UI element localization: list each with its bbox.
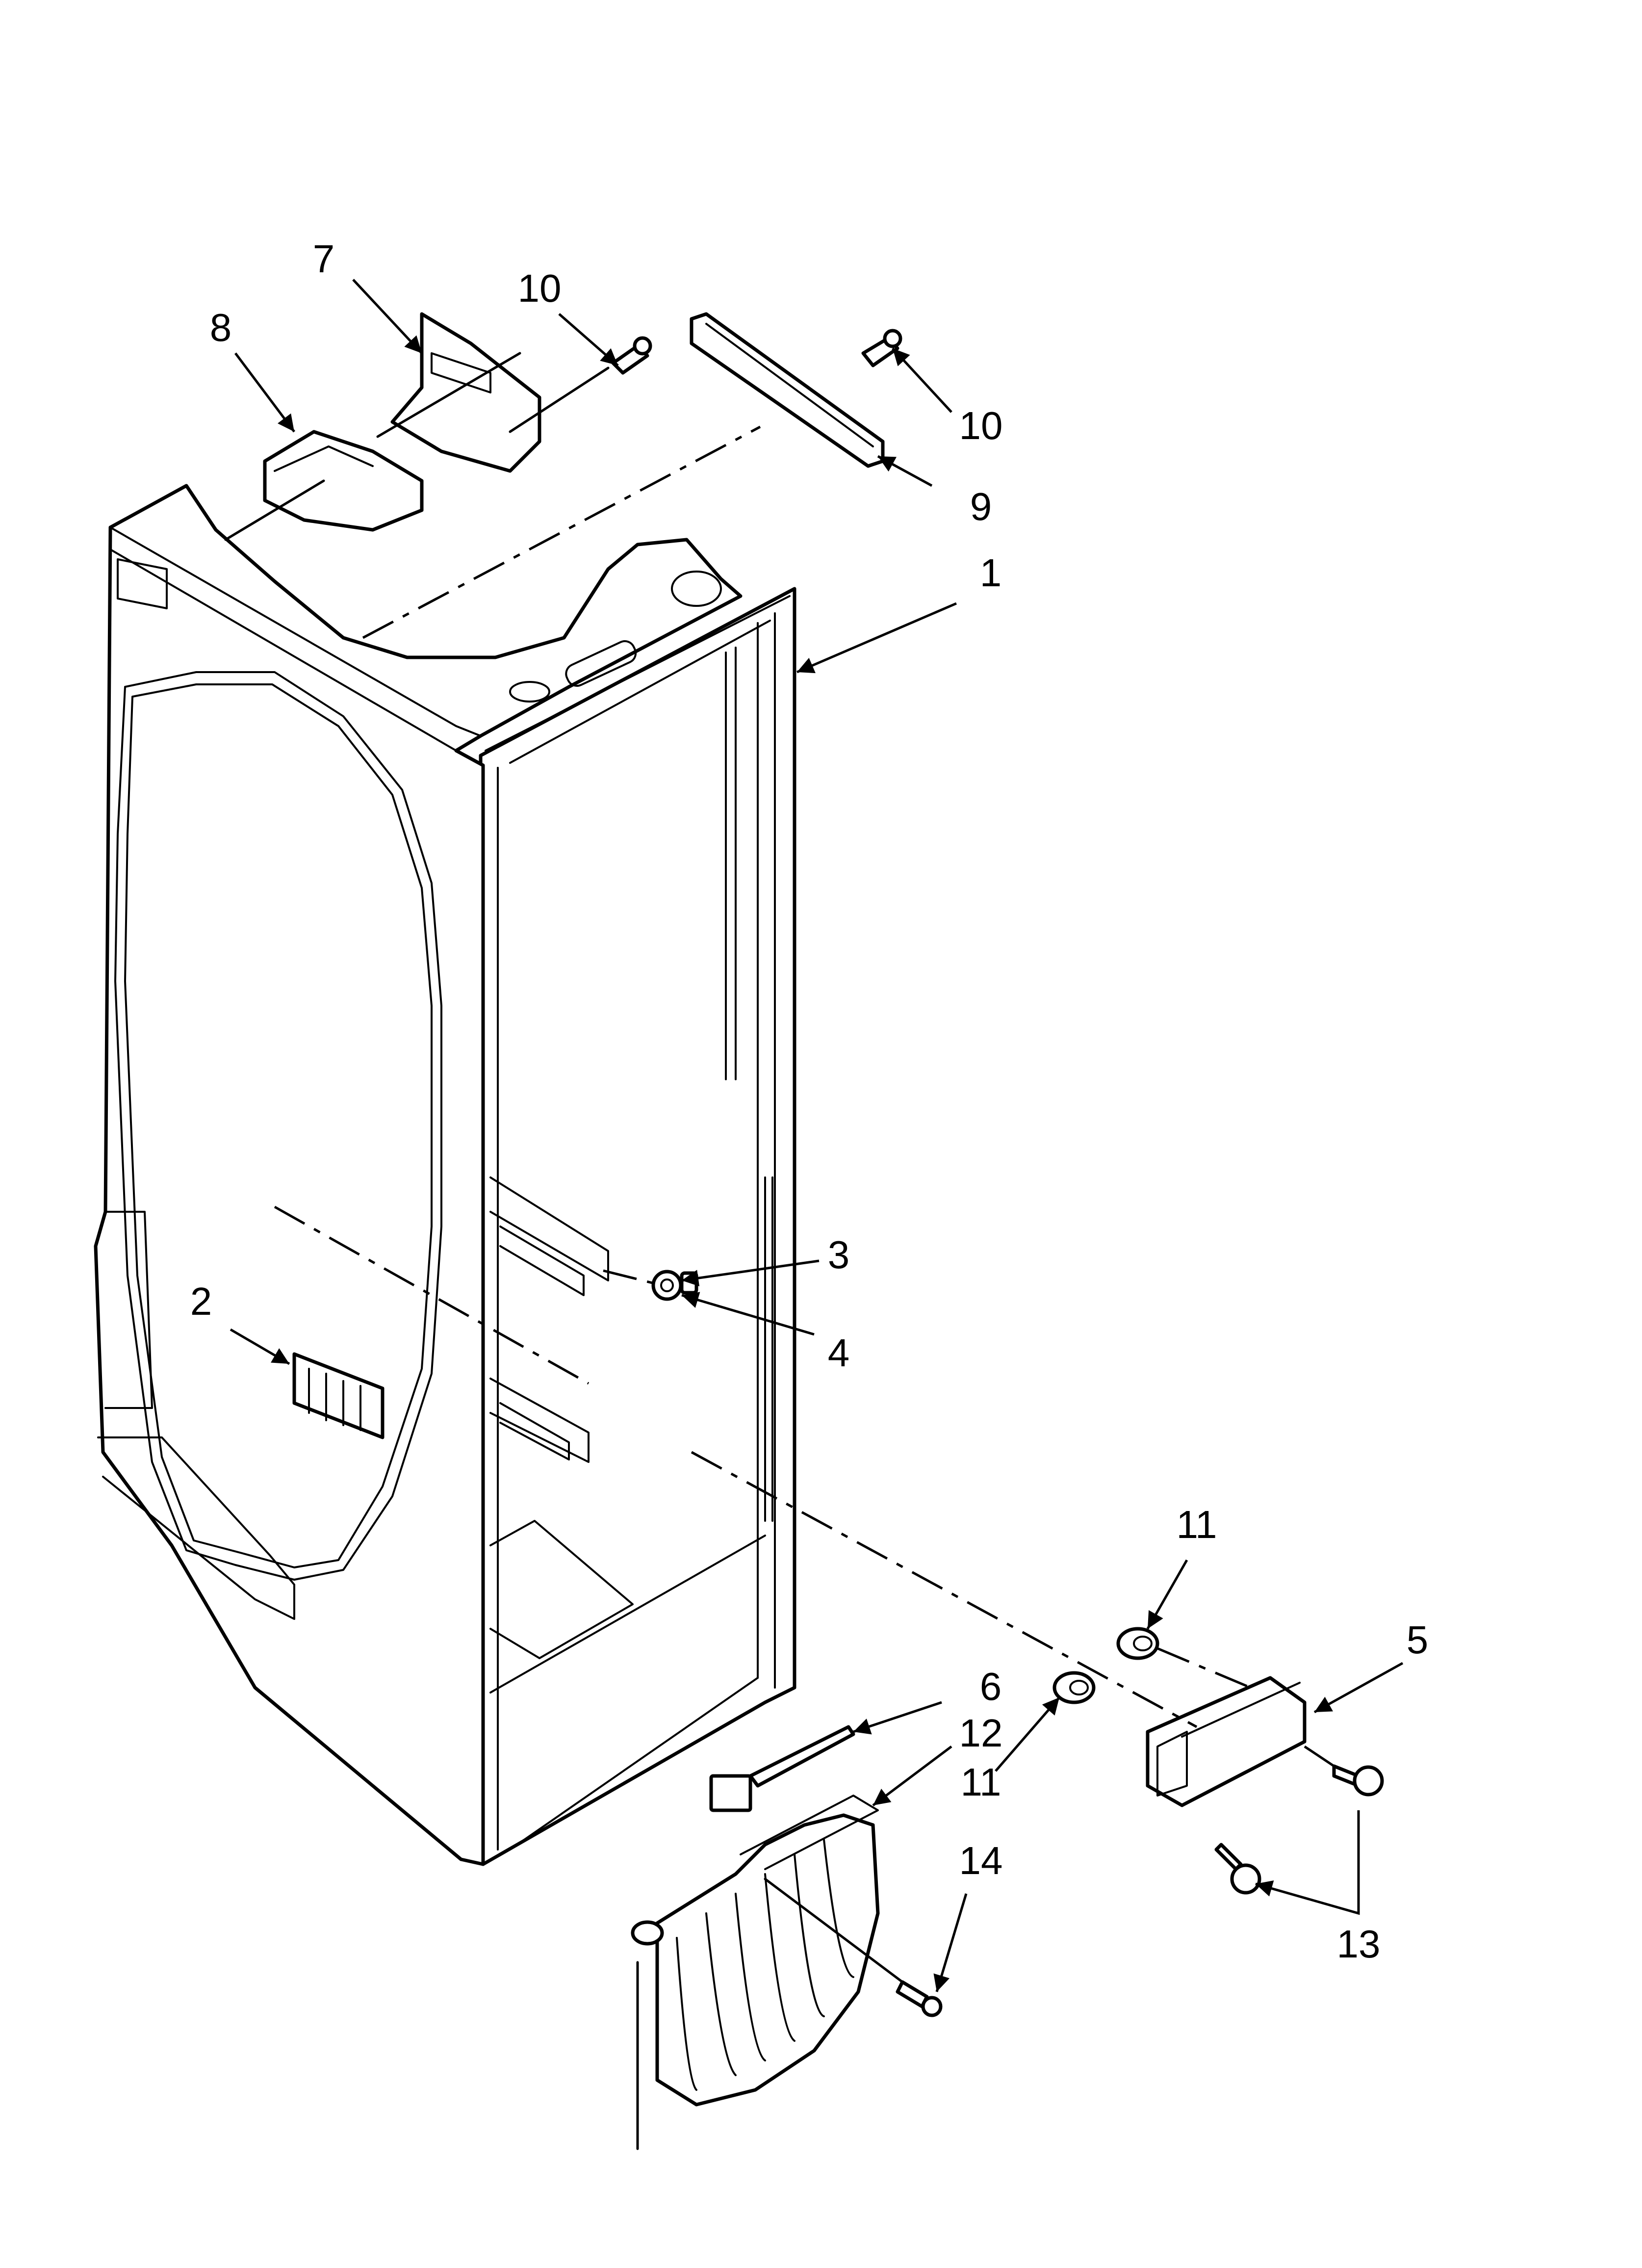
part-6-cable-tie [709,1725,855,1812]
part-2-grille [274,1205,590,1439]
part-13-rivet-a [1304,1745,1384,1797]
part-8-housing [224,430,424,541]
callout-12: 12 [959,1711,1003,1755]
part-7-bracket [376,312,541,473]
callout-2: 2 [190,1279,212,1323]
part-13-rivet-b [1214,1843,1261,1895]
part-14-screw [764,1877,943,2017]
callout-6: 6 [980,1665,1002,1708]
callout-13: 13 [1337,1922,1381,1966]
cabinet-liner [94,484,796,1866]
callout-labels: 7 8 10 10 9 1 3 4 2 11 5 6 12 11 14 13 [190,237,1429,1966]
part-10-screw-b [861,329,902,367]
part-11-grommet-a [1116,1627,1251,1689]
callout-7: 7 [313,237,335,281]
callout-8: 8 [210,306,232,349]
callout-9: 9 [970,485,992,528]
part-5-housing [691,1451,1307,1807]
callout-3: 3 [828,1233,850,1277]
callout-10-top: 10 [518,266,562,310]
leader-lines [230,279,1404,1992]
callout-10-right: 10 [959,404,1003,447]
callout-4: 4 [828,1331,850,1375]
callout-11-bottom: 11 [960,1760,1001,1804]
part-10-screw-a [509,336,652,433]
callout-5: 5 [1407,1618,1429,1662]
part-11-grommet-b [1052,1671,1096,1704]
callout-14: 14 [959,1839,1003,1882]
callout-11-top: 11 [1176,1503,1217,1546]
callout-1: 1 [980,551,1002,595]
part-12-coil [631,1795,880,2150]
